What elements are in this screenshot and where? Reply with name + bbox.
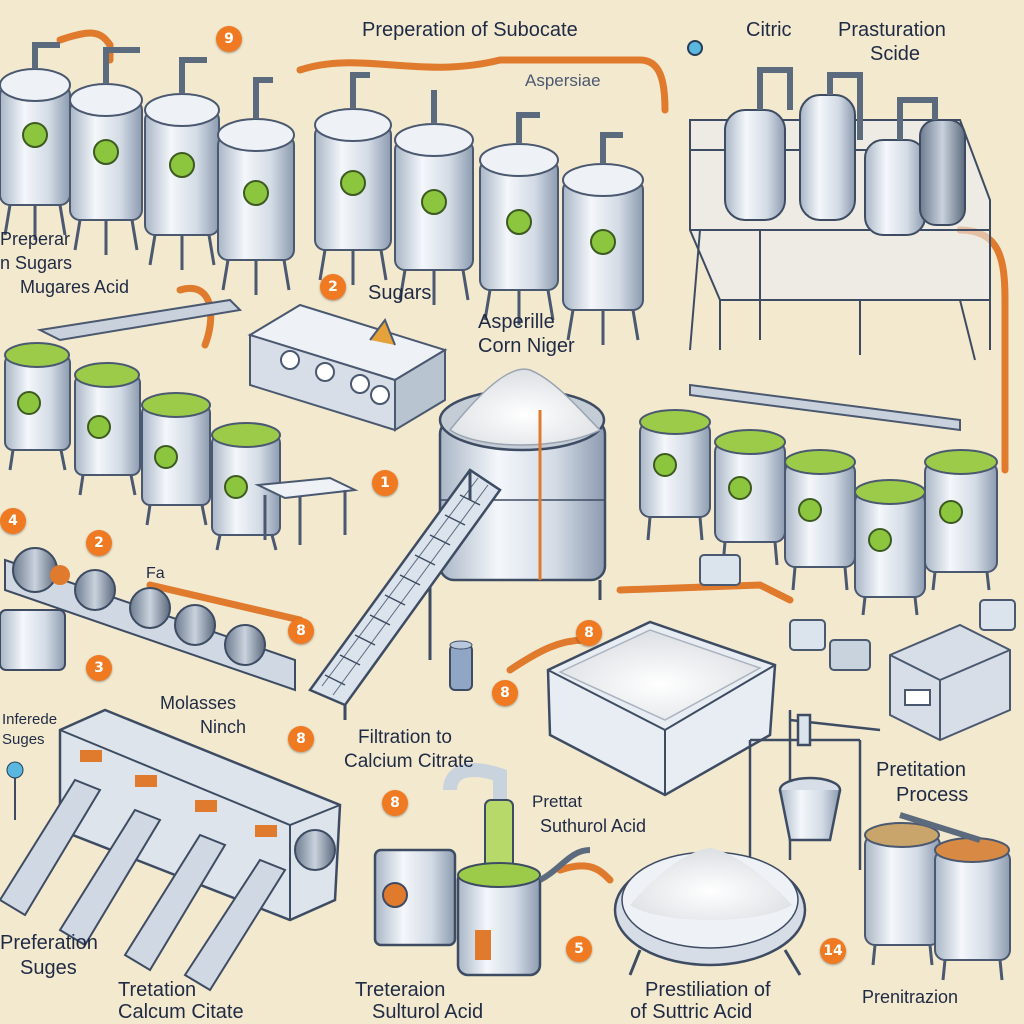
- step-badge: 9: [216, 26, 242, 52]
- pretitation-label-1: Pretitation: [876, 759, 967, 781]
- inferede-label-1: Inferede: [2, 711, 58, 728]
- step-badge: 8: [576, 620, 602, 646]
- step-badge: 4: [0, 508, 26, 534]
- tretation-label-1: Tretation: [118, 979, 197, 1001]
- filtration-label-2: Calcium Citrate: [344, 751, 474, 772]
- prestiliation-label-1: Prestiliation of: [645, 979, 771, 1001]
- blue-canister: [449, 640, 473, 691]
- step-badge: 8: [288, 726, 314, 752]
- prasturation-label-2: Scide: [870, 43, 921, 65]
- filtration-frame: [748, 710, 881, 870]
- small-stool: [254, 476, 359, 545]
- treteraion-label-1: Treteraion: [355, 979, 446, 1001]
- title-label: Preperation of Subocate: [362, 19, 578, 41]
- control-panel: [247, 303, 448, 432]
- left-culture-tanks: [4, 298, 281, 551]
- small-machinery: [699, 554, 1016, 742]
- prestiliation-label-2: of Suttric Acid: [630, 1001, 753, 1023]
- prettat-label-2: Suthurol Acid: [540, 816, 647, 836]
- sugars-label: Sugars: [368, 282, 432, 304]
- step-badge: 3: [86, 655, 112, 681]
- aspergillus-label-2: Corn Niger: [478, 335, 575, 357]
- step-badge: 14: [820, 938, 846, 964]
- preparation-label-1: Preperar: [0, 229, 71, 249]
- prasturation-label-1: Prasturation: [838, 19, 946, 41]
- powder-basin: [613, 848, 807, 976]
- reactor-unit: [373, 763, 591, 977]
- central-hopper: [428, 368, 607, 660]
- step-badge: 1: [372, 470, 398, 496]
- filtration-label-1: Filtration to: [358, 727, 452, 748]
- step-badge: 8: [288, 618, 314, 644]
- processing-plant: [687, 40, 991, 361]
- preparation-label-2: n Sugars: [0, 253, 73, 273]
- step-badge: 8: [492, 680, 518, 706]
- asperule-label: Aspersiae: [525, 71, 601, 90]
- inclined-conveyor: [308, 468, 502, 720]
- prettat-label-1: Prettat: [532, 792, 583, 811]
- molasses-label-2: Ninch: [200, 717, 247, 737]
- roller-mill: [0, 547, 296, 692]
- precipitation-tanks: [864, 812, 1011, 981]
- drum-dryer: [0, 708, 342, 992]
- inferede-label-2: Suges: [2, 731, 45, 748]
- step-badge: 2: [86, 530, 112, 556]
- step-badge: 5: [566, 936, 592, 962]
- preferation-label-1: Preferation: [0, 932, 98, 954]
- prenitrazion-label: Prenitrazion: [862, 987, 959, 1007]
- top-fermenter-row: [0, 42, 644, 345]
- preparation-label-3: Mugares Acid: [20, 277, 130, 297]
- pretitation-label-2: Process: [896, 784, 969, 806]
- preferation-label-2: Suges: [20, 957, 77, 979]
- powder-tray: [546, 620, 777, 797]
- step-badge: 2: [320, 274, 346, 300]
- step-badge: 8: [382, 790, 408, 816]
- molasses-label-1: Molasses: [160, 693, 237, 713]
- treteraion-label-2: Sulturol Acid: [372, 1001, 484, 1023]
- right-culture-tanks: [639, 383, 998, 616]
- fa-label: Fa: [146, 565, 165, 582]
- aspergillus-label-1: Asperille: [478, 311, 555, 333]
- tretation-label-2: Calcum Citate: [118, 1001, 244, 1023]
- citric-label: Citric: [746, 19, 792, 41]
